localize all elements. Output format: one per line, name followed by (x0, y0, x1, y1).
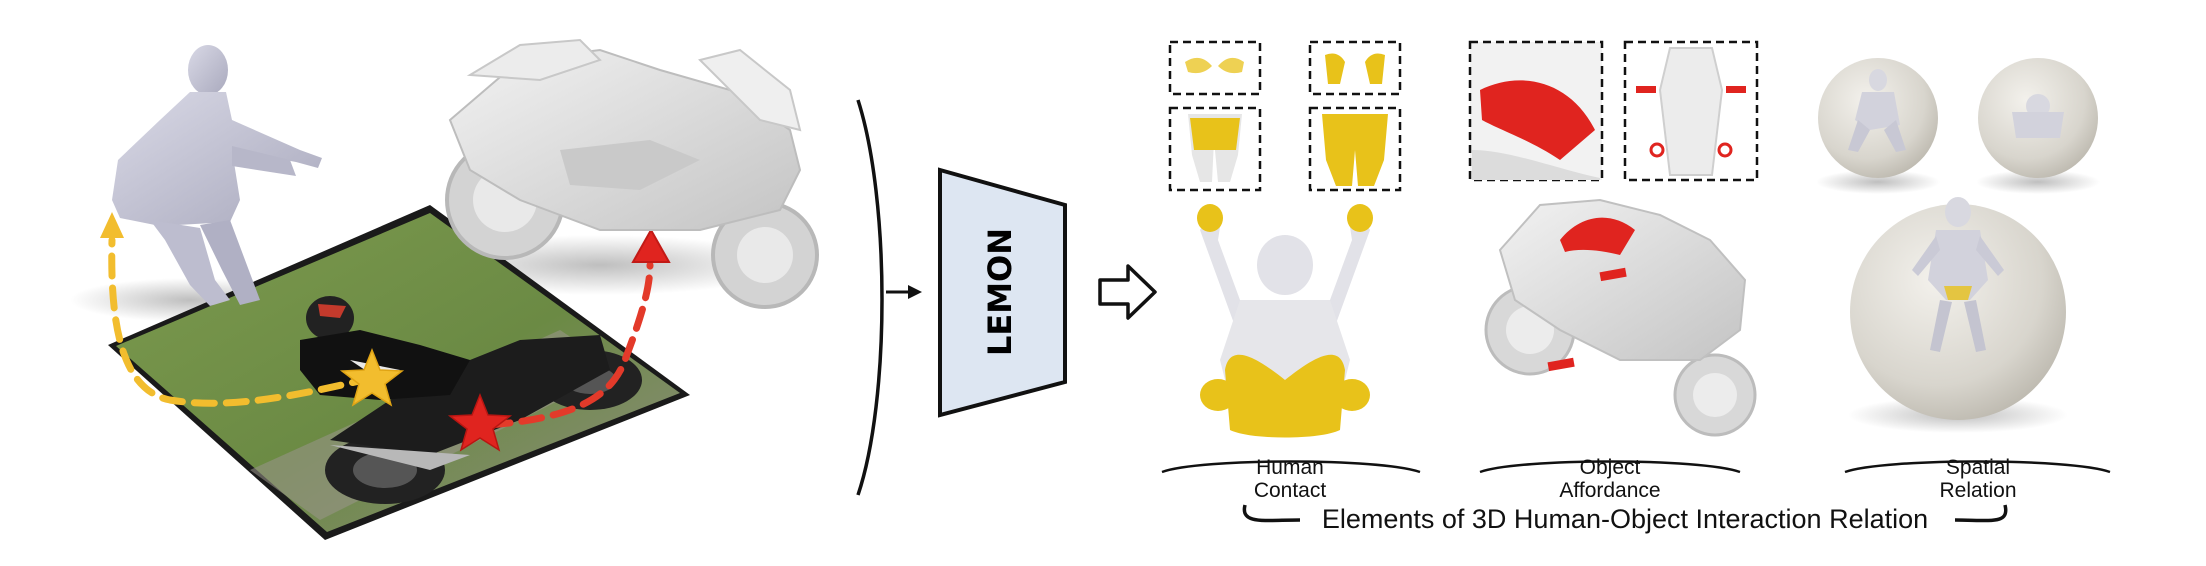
object-affordance-label-line2: Affordance (1559, 479, 1660, 502)
sphere-human-large (1912, 197, 2004, 352)
contact-arrowhead-yellow (100, 212, 124, 238)
motorcycle-mesh-icon (445, 38, 819, 309)
affordance-motorcycle-mesh (1484, 198, 1757, 437)
sphere-shadow (1816, 170, 1940, 194)
star-icon (447, 392, 513, 452)
pipeline: LEMON (856, 99, 1157, 496)
label-brace-human-contact (1161, 460, 1421, 474)
object-affordance-label-line1: Object (1580, 456, 1641, 479)
star-icon (339, 347, 405, 407)
sphere-icon (1850, 204, 2066, 420)
spatial-relation-label-line1: Spatial (1946, 456, 2010, 479)
photo-motorcycle (325, 335, 642, 504)
figure-caption-title: Elements of 3D Human-Object Interaction … (1322, 504, 1928, 534)
spatial-relation-label-line2: Relation (1939, 479, 2016, 502)
sphere-human-front (1848, 69, 1906, 152)
contact-path-yellow (108, 236, 376, 407)
output-labels: Human Contact Object Affordance Spatial … (1161, 456, 2111, 534)
label-brace-spatial-relation (1844, 460, 2111, 474)
human-contact-label-line2: Contact (1254, 479, 1327, 502)
footer-brace (1242, 504, 2008, 523)
model-name: LEMON (981, 228, 1019, 356)
spatial-relation-panel (1816, 58, 2100, 433)
human-mesh-icon (112, 45, 322, 306)
input-scene (70, 38, 819, 540)
sphere-human-top (2012, 94, 2064, 138)
sphere-shadow (1976, 170, 2100, 194)
human-contact-panel (1168, 40, 1402, 438)
arrow-icon (908, 285, 922, 299)
triangle-marker-icon (631, 227, 671, 263)
input-bracket (856, 99, 884, 496)
contact-human-mesh (1197, 204, 1373, 438)
hollow-arrow-icon (1098, 264, 1157, 320)
contact-detail-box-hands (1168, 40, 1262, 96)
label-brace-object-affordance (1479, 460, 1741, 474)
affordance-path-red (486, 261, 654, 429)
human-contact-label-line1: Human (1256, 456, 1324, 479)
contact-detail-box-feet (1308, 40, 1402, 96)
lemon-model-block: LEMON (938, 167, 1067, 418)
object-affordance-panel (1468, 40, 1759, 437)
